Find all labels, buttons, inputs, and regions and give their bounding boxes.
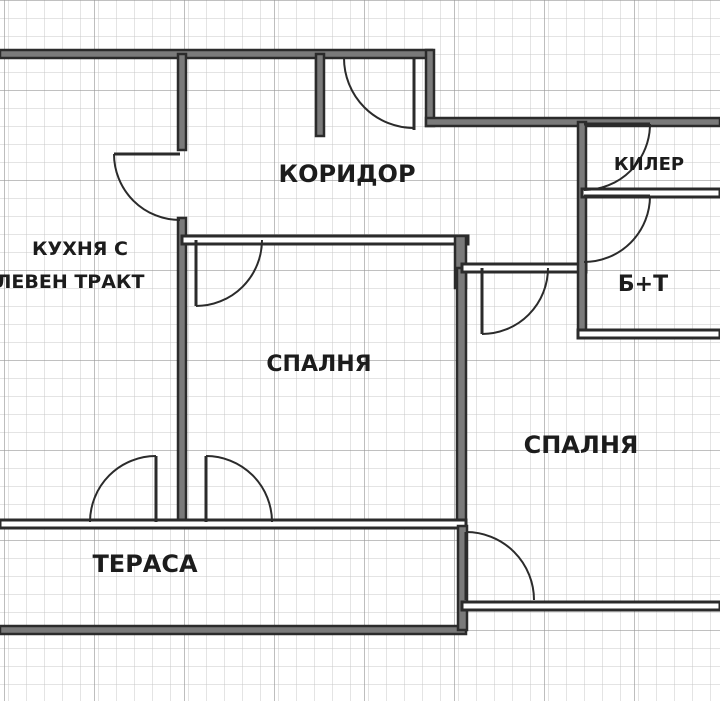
room-label-kitchen-line1: КУХНЯ С (32, 238, 128, 260)
room-labels: КУХНЯ С ЛЕВЕН ТРАКТ КОРИДОР КИЛЕР Б+Т СП… (0, 154, 684, 578)
doors (89, 57, 651, 601)
room-label-terrace: ТЕРАСА (92, 550, 198, 578)
room-label-kitchen-line2: ЛЕВЕН ТРАКТ (0, 271, 144, 293)
room-label-bedroom-right: СПАЛНЯ (524, 431, 639, 459)
room-label-storage: КИЛЕР (614, 154, 684, 175)
room-label-corridor: КОРИДОР (278, 160, 415, 188)
walls (0, 48, 720, 636)
room-label-bathroom: Б+Т (618, 272, 668, 297)
room-label-bedroom-center: СПАЛНЯ (266, 352, 371, 377)
